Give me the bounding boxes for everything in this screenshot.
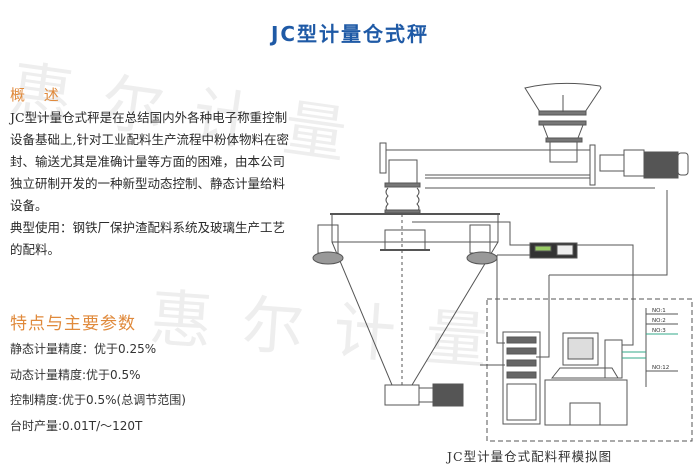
overview-line: 设备。 xyxy=(10,198,48,213)
feature-item: 动态计量精度:优于0.5% xyxy=(10,367,141,382)
feature-item: 台时产量:0.01T/～120T xyxy=(10,419,143,434)
feature-item: 静态计量精度：优于0.25% xyxy=(10,342,157,356)
overview-line: 设备基础上,针对工业配料生产流程中粉体物料在密 xyxy=(10,132,289,147)
features-heading: 特点与主要参数 xyxy=(10,314,136,334)
diagram-caption: JC型计量仓式配料秤模拟图 xyxy=(447,449,613,464)
overview-text: JC型计量仓式秤是在总结国内外各种电子称重控制 设备基础上,针对工业配料生产流程… xyxy=(10,107,310,261)
overview-line: 的配料。 xyxy=(10,242,61,257)
feed-hopper xyxy=(524,82,602,163)
output-bus xyxy=(622,308,678,387)
bellows xyxy=(384,182,421,214)
weigh-bin xyxy=(312,213,500,386)
overview-line: JC型计量仓式秤是在总结国内外各种电子称重控制 xyxy=(10,110,288,125)
page-title: JC型计量仓式秤 xyxy=(270,22,430,46)
screw-conveyor xyxy=(379,142,689,189)
features-list: 静态计量精度：优于0.25% 动态计量精度:优于0.5% 控制精度:优于0.5%… xyxy=(10,340,186,443)
discharge-valve xyxy=(384,383,464,407)
overview-line: 独立研制开发的一种新型动态控制、静态计量给料 xyxy=(10,176,286,191)
overview-line: 典型使用：钢铁厂保护渣配料系统及玻璃生产工艺 xyxy=(10,220,286,235)
feature-item: 控制精度:优于0.5%(总调节范围) xyxy=(10,393,186,408)
output-label: NO:1 xyxy=(652,308,666,314)
output-label: NO:3 xyxy=(652,328,666,334)
overview-line: 封、输送尤其是准确计量等方面的困难，由本公司 xyxy=(10,154,286,169)
overview-heading: 概 述 xyxy=(10,86,59,104)
control-room-boundary xyxy=(486,298,693,442)
computer xyxy=(544,332,628,426)
weighing-controller xyxy=(529,242,578,259)
output-label: NO:12 xyxy=(652,365,669,371)
output-label: NO:2 xyxy=(652,318,666,324)
control-cabinet xyxy=(502,331,541,425)
